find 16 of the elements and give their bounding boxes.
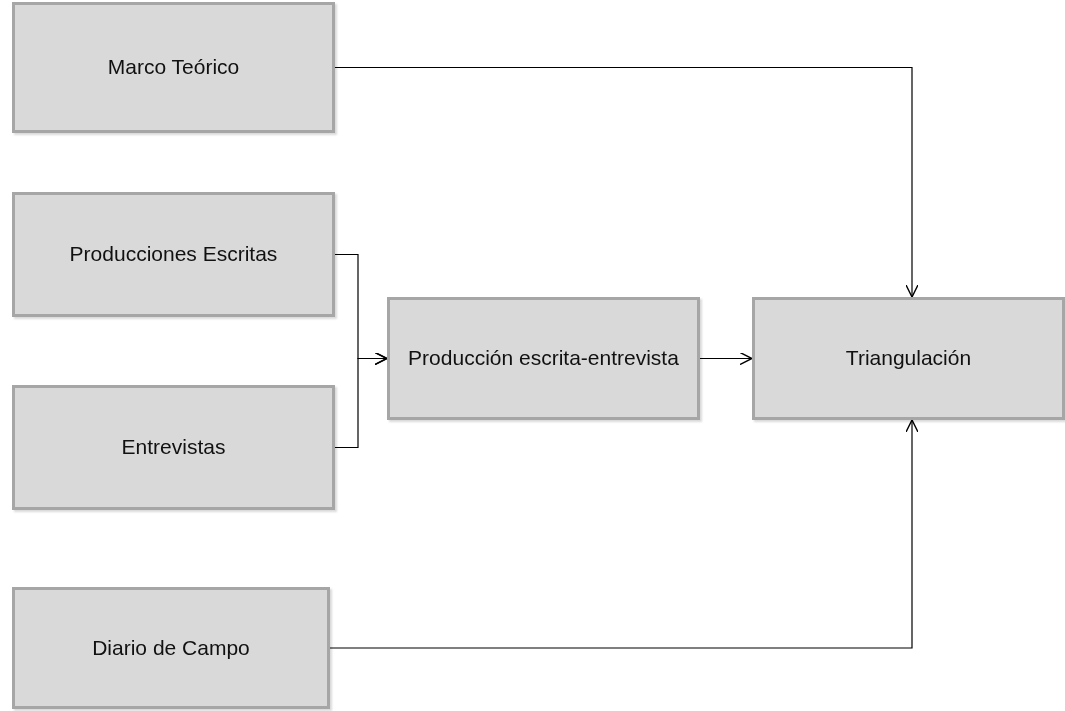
connector-arrow xyxy=(329,419,919,649)
connector-arrow xyxy=(699,351,753,366)
box-label: Marco Teórico xyxy=(107,54,240,81)
process-box xyxy=(12,192,335,317)
connector-arrow xyxy=(334,351,388,449)
process-box xyxy=(752,297,1065,420)
process-box xyxy=(12,587,330,709)
process-box xyxy=(12,2,335,133)
box-label: Diario de Campo xyxy=(92,634,250,661)
box-label: Entrevistas xyxy=(121,434,226,461)
box-label: Producción escrita-entrevista xyxy=(408,345,679,372)
process-box xyxy=(12,385,335,510)
connector-arrow xyxy=(334,66,919,298)
box-label: Triangulación xyxy=(845,345,972,372)
box-label: Producciones Escritas xyxy=(69,241,278,268)
process-box xyxy=(387,297,700,420)
